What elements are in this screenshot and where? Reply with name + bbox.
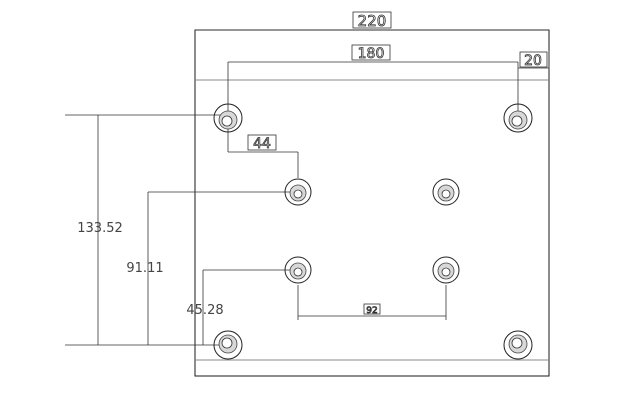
dimension-label-180: 180 — [358, 46, 385, 62]
hole-lower-right — [432, 256, 460, 284]
dimension-inner-row-spacing: 92 — [297, 285, 447, 320]
dimension-height-middle-row: 91.11 — [126, 191, 298, 345]
dimension-label-92: 92 — [366, 306, 377, 316]
dimension-hole-span: 180 — [227, 44, 519, 118]
plate-border — [194, 29, 550, 377]
dimension-label-44: 44 — [253, 136, 271, 152]
dimension-label-220: 220 — [358, 12, 387, 30]
dimension-overall-width: 220 — [195, 11, 549, 31]
dimension-label-45: 45.28 — [186, 303, 223, 318]
hole-top-right — [503, 103, 533, 133]
hole-top-left — [213, 103, 243, 133]
holes — [213, 103, 533, 360]
hole-middle-left — [284, 178, 312, 206]
dimension-label-133: 133.52 — [77, 221, 123, 236]
hole-bottom-right — [503, 330, 533, 360]
dimension-label-91: 91.11 — [126, 261, 163, 276]
hole-middle-right — [432, 178, 460, 206]
dimension-first-column-pitch: 44 — [227, 128, 299, 178]
hole-bottom-left — [213, 330, 243, 360]
dimension-height-top-row: 133.52 — [65, 114, 228, 346]
hole-lower-left — [284, 256, 312, 284]
dimension-box-44 — [247, 134, 277, 151]
dimension-label-20: 20 — [524, 53, 542, 69]
dimension-height-lower-row: 45.28 — [186, 269, 298, 345]
dimension-box-92 — [363, 303, 381, 315]
dimension-edge-offset: 20 — [518, 50, 550, 70]
dimension-box-180 — [351, 44, 391, 61]
plate-outline — [194, 29, 550, 377]
dimension-box-220 — [352, 11, 392, 29]
dimension-box-20 — [519, 51, 548, 68]
